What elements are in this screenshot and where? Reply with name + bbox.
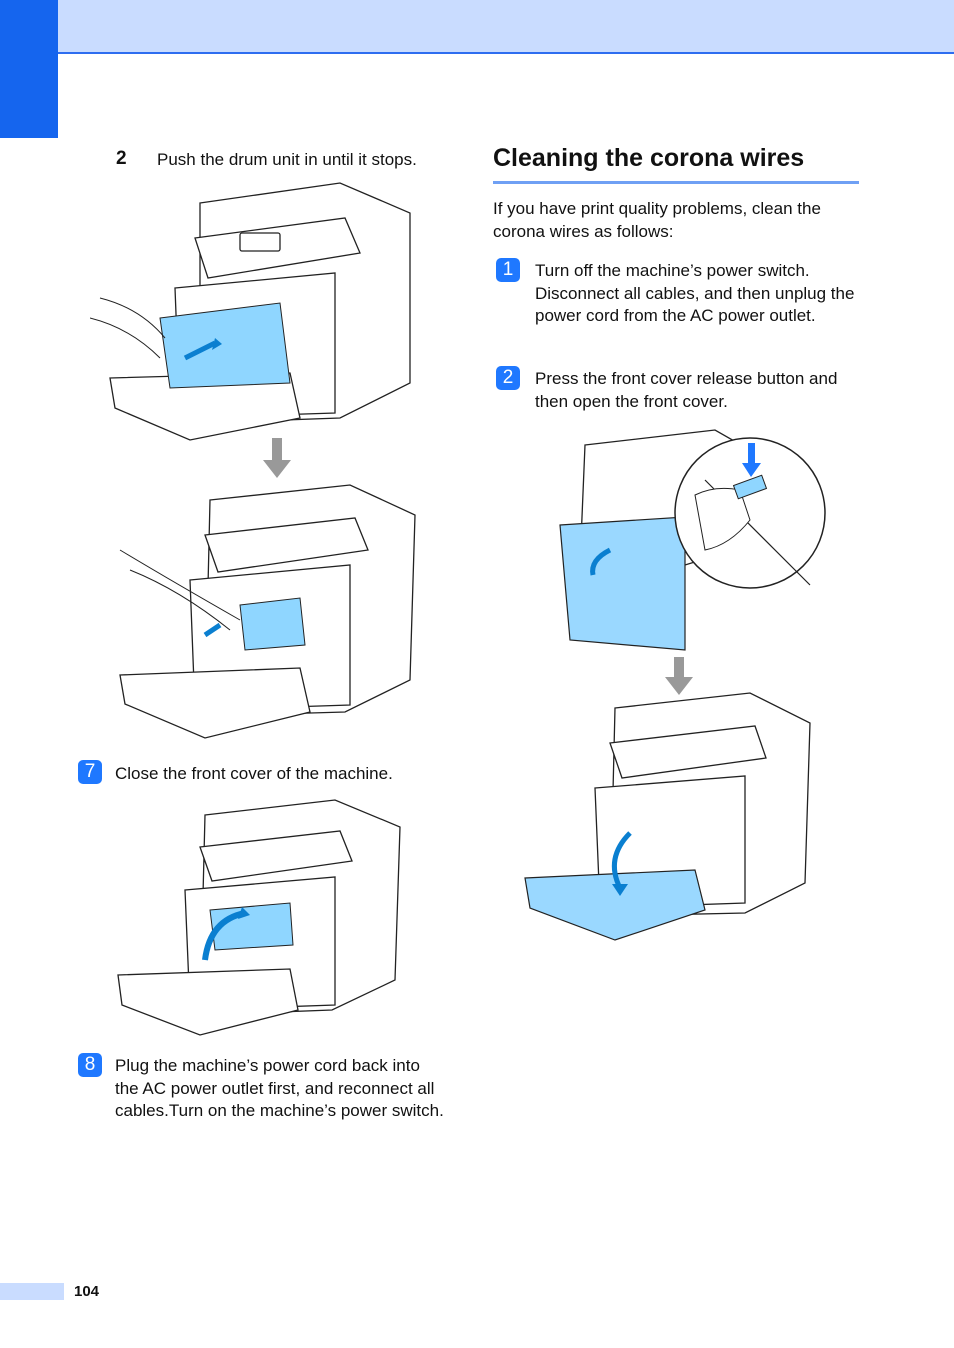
printer-drum-seated-illustration xyxy=(119,484,416,739)
step-text: Plug the machine’s power cord back into … xyxy=(115,1056,444,1120)
step-badge: 7 xyxy=(78,760,102,784)
step-text: Turn off the machine’s power switch. Dis… xyxy=(535,261,855,325)
printer-cover-open-illustration xyxy=(524,692,811,941)
printer-close-cover-illustration xyxy=(117,799,401,1036)
page-number: 104 xyxy=(74,1283,100,1300)
printer-release-button-illustration xyxy=(559,429,826,651)
step-text: Push the drum unit in until it stops. xyxy=(157,150,417,169)
section-title: Cleaning the corona wires xyxy=(493,144,805,172)
down-arrow-icon xyxy=(665,657,693,695)
step-text: Close the front cover of the machine. xyxy=(115,764,393,783)
step-number: 2 xyxy=(116,148,127,169)
step-text: Press the front cover release button and… xyxy=(535,369,838,411)
title-rule xyxy=(493,181,859,184)
chapter-tab xyxy=(0,0,58,138)
footer-bar xyxy=(0,1283,64,1300)
down-arrow-icon xyxy=(263,438,291,478)
step-badge: 2 xyxy=(496,366,520,390)
step-badge: 1 xyxy=(496,258,520,282)
intro-text: If you have print quality problems, clea… xyxy=(493,199,821,241)
printer-drum-push-illustration xyxy=(90,182,411,441)
step-badge: 8 xyxy=(78,1053,102,1077)
header-band xyxy=(58,0,954,54)
